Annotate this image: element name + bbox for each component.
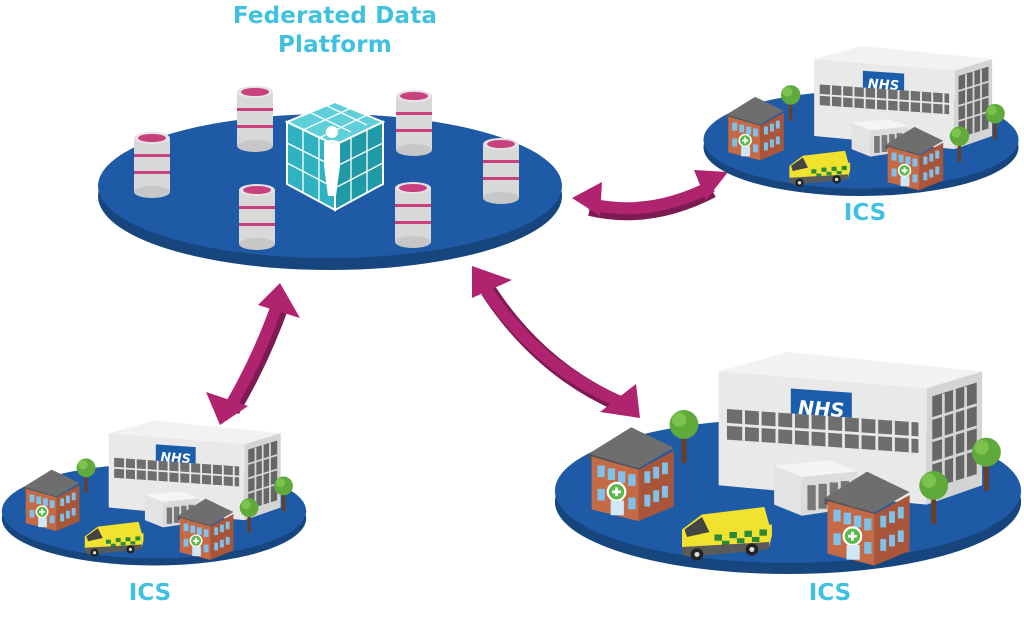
platform-title: Federated Data Platform [205,2,465,60]
database-icon [237,86,273,152]
ics-label-bottom-right: ICS [808,580,852,606]
platform-title-line-1: Federated Data [232,3,438,29]
ics-label-bottom-left: ICS [128,580,172,606]
platform-title-line-2: Platform [278,32,392,58]
ics-cluster-top-right [704,46,1019,196]
database-icon [239,184,275,250]
ics-cluster-bottom-left [2,421,306,566]
arrow-platform-to-ics-top-right [572,170,728,221]
database-icon [396,90,432,156]
database-icon [395,182,431,248]
database-icon [483,138,519,204]
database-icon [134,132,170,198]
ics-cluster-bottom-right [555,352,1021,574]
federated-data-platform [98,86,562,270]
person-cube-icon [284,100,386,212]
arrow-platform-to-ics-bottom-right [472,266,640,418]
ics-label-top-right: ICS [843,200,887,226]
arrow-platform-to-ics-bottom-left [206,283,300,425]
